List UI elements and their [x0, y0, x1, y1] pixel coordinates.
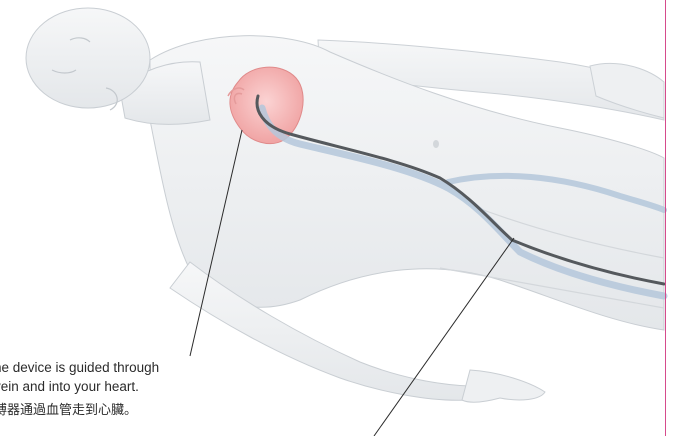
- caption-block: he device is guided through vein and int…: [0, 358, 244, 420]
- caption-english-line-2: vein and into your heart.: [0, 377, 244, 396]
- page-margin-rule: [665, 0, 666, 436]
- lower-hand: [462, 370, 545, 402]
- head: [26, 8, 150, 108]
- caption-english-line-1: he device is guided through: [0, 358, 244, 377]
- navel: [433, 140, 439, 148]
- caption-chinese: 搏器通過血管走到心臟。: [0, 402, 244, 420]
